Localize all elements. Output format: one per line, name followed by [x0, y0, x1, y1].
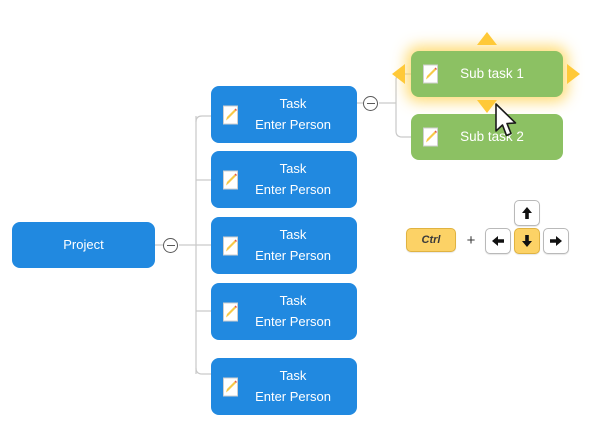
arrow-down-icon [522, 235, 532, 247]
document-pencil-icon [223, 236, 238, 255]
ctrl-key[interactable]: Ctrl [406, 228, 456, 252]
subtask-node-2-title: Sub task 2 [460, 128, 524, 144]
task-node-1[interactable]: Task Enter Person [211, 86, 357, 143]
document-pencil-icon [223, 302, 238, 321]
arrow-right-key[interactable] [543, 228, 569, 254]
ctrl-key-label: Ctrl [421, 234, 441, 246]
project-node-title: Project [63, 236, 104, 252]
keyboard-shortcut-hint: Ctrl + [406, 198, 576, 260]
arrow-left-icon [492, 236, 504, 246]
task-node-5-labels: Task Enter Person [237, 366, 331, 406]
project-node-labels: Project [63, 235, 103, 255]
move-left-arrow[interactable] [392, 64, 405, 84]
task-node-3-title: Task [279, 227, 307, 243]
plus-separator: + [464, 231, 478, 249]
task-node-2-labels: Task Enter Person [237, 159, 331, 199]
subtask-node-1-title: Sub task 1 [460, 65, 524, 81]
subtask-node-2[interactable]: Sub task 2 [411, 114, 563, 160]
arrow-left-key[interactable] [485, 228, 511, 254]
plus-separator-label: + [466, 231, 476, 249]
task-node-3-subtitle: Enter Person [255, 247, 331, 263]
subtask-node-1-labels: Sub task 1 [450, 64, 524, 85]
document-pencil-icon [223, 105, 238, 124]
collapse-toggle-task-1[interactable] [363, 96, 378, 111]
task-node-5[interactable]: Task Enter Person [211, 358, 357, 415]
arrow-right-icon [550, 236, 562, 246]
subtask-node-1[interactable]: Sub task 1 [411, 51, 563, 97]
task-node-2-title: Task [279, 161, 307, 177]
task-node-2-subtitle: Enter Person [255, 181, 331, 197]
arrow-up-key[interactable] [514, 200, 540, 226]
task-node-5-subtitle: Enter Person [255, 388, 331, 404]
subtask-node-2-labels: Sub task 2 [450, 127, 524, 148]
document-pencil-icon [423, 127, 438, 147]
move-down-arrow[interactable] [477, 100, 497, 113]
task-node-5-title: Task [279, 368, 307, 384]
arrow-down-key[interactable] [514, 228, 540, 254]
document-pencil-icon [423, 64, 438, 84]
task-node-4[interactable]: Task Enter Person [211, 283, 357, 340]
move-right-arrow[interactable] [567, 64, 580, 84]
project-node[interactable]: Project [12, 222, 155, 268]
task-node-4-subtitle: Enter Person [255, 313, 331, 329]
document-pencil-icon [223, 170, 238, 189]
task-node-4-title: Task [279, 293, 307, 309]
task-node-3-labels: Task Enter Person [237, 225, 331, 265]
arrow-up-icon [522, 207, 532, 219]
task-node-4-labels: Task Enter Person [237, 291, 331, 331]
task-node-1-labels: Task Enter Person [237, 94, 331, 134]
task-node-3[interactable]: Task Enter Person [211, 217, 357, 274]
task-node-2[interactable]: Task Enter Person [211, 151, 357, 208]
document-pencil-icon [223, 377, 238, 396]
task-node-1-subtitle: Enter Person [255, 116, 331, 132]
move-up-arrow[interactable] [477, 32, 497, 45]
collapse-toggle-project[interactable] [163, 238, 178, 253]
task-node-1-title: Task [279, 96, 307, 112]
